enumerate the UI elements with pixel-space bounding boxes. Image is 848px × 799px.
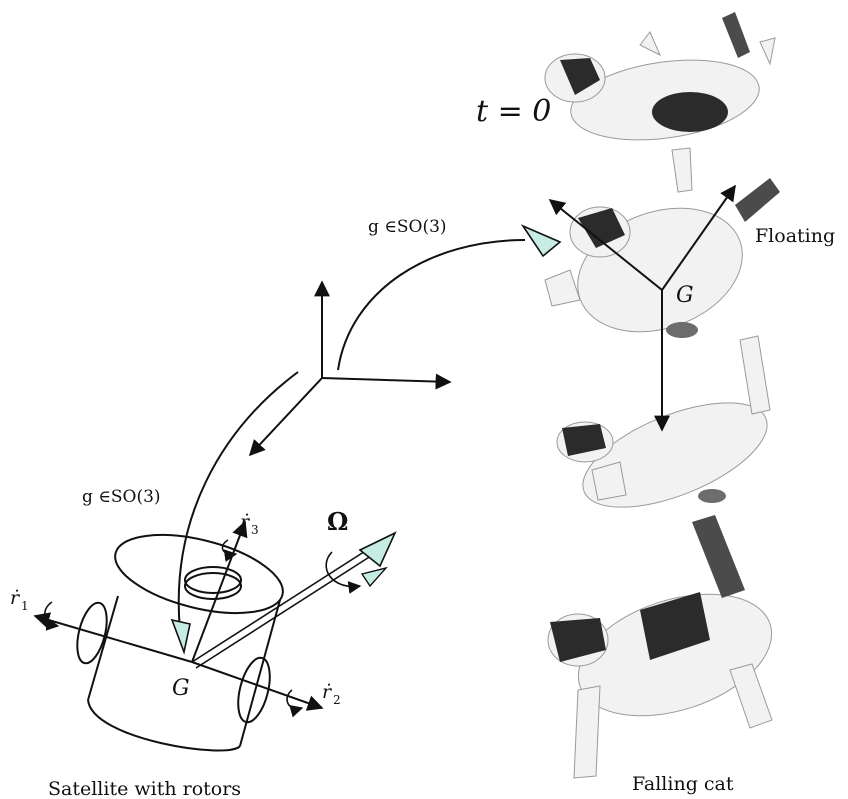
label-g-so3-top: g ∈SO(3) [368, 217, 447, 237]
rotation-arrow-icon [44, 539, 362, 718]
map-arrow-to-satellite [170, 371, 299, 655]
svg-text:ṙ: ṙ [322, 681, 333, 703]
cat-figure-3-rotating [556, 335, 771, 508]
svg-text:3: 3 [251, 523, 259, 537]
label-r3: ṙ 3 [240, 511, 259, 537]
satellite-axes [33, 520, 397, 711]
label-falling-cat: Falling cat [632, 773, 734, 795]
label-g-so3-left: g ∈SO(3) [82, 487, 161, 507]
label-r2: ṙ 2 [322, 681, 341, 707]
label-r1: ṙ 1 [10, 587, 29, 613]
label-floating: Floating [755, 225, 835, 247]
label-satellite-with-rotors: Satellite with rotors [48, 778, 241, 799]
svg-text:2: 2 [333, 693, 341, 707]
label-t-zero: t = 0 [476, 94, 551, 129]
cat-figure-1-upside-down [544, 12, 776, 141]
svg-text:ṙ: ṙ [10, 587, 21, 609]
satellite-body [76, 533, 284, 752]
label-g-cat: G [676, 283, 694, 308]
svg-text:ṙ: ṙ [240, 511, 251, 533]
cat-figure-4-landing [547, 515, 773, 779]
map-arrow-to-cat [337, 224, 562, 371]
label-g-satellite: G [172, 676, 190, 701]
label-omega: Ω [327, 507, 348, 536]
svg-text:1: 1 [21, 599, 29, 613]
spatial-frame [248, 280, 452, 457]
cat-body-frame [548, 184, 736, 432]
cat-figure-2-twisting [544, 147, 780, 338]
